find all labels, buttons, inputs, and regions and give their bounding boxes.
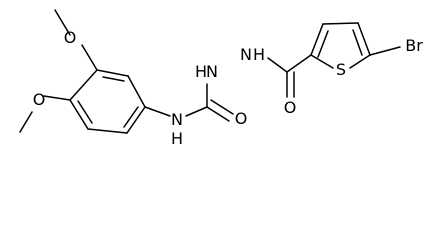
bond-ring-double-3 xyxy=(77,100,93,124)
bond-ome-top-2 xyxy=(54,9,71,36)
bond-thio-1 xyxy=(310,23,324,56)
bond-ring-1 xyxy=(96,69,129,77)
atom-h-hydrazide-left: H xyxy=(195,62,207,81)
atom-o-methoxy-top: O xyxy=(64,28,77,47)
atom-h-amide: H xyxy=(171,129,183,148)
bond-ring-6 xyxy=(69,69,98,101)
bond-urea-co-1 xyxy=(206,106,230,122)
bond-thio-5 xyxy=(310,54,334,69)
bond-urea-co-2 xyxy=(210,99,234,115)
bond-ring-3 xyxy=(126,106,146,134)
bond-ome-bottom-1 xyxy=(43,95,71,101)
bond-nh-carbonyl xyxy=(185,106,208,117)
bond-thio-br xyxy=(369,46,401,56)
bond-hn-amide-carbon xyxy=(267,57,288,73)
molecule-diagram: O O N H O H N N H O S Br xyxy=(19,9,423,148)
atom-h-hydrazide-right: H xyxy=(253,45,265,64)
bond-ring-2 xyxy=(127,75,146,108)
bond-thio-3 xyxy=(357,22,371,56)
bond-thio-4 xyxy=(349,54,371,69)
atom-br: Br xyxy=(405,36,423,55)
bond-amide-thiophene xyxy=(286,54,312,73)
bond-ome-bottom-2 xyxy=(19,111,33,133)
atom-o-carbonyl-urea: O xyxy=(235,109,248,128)
atom-n-hydrazide-right: N xyxy=(240,45,252,64)
bond-ring-double-1 xyxy=(102,76,125,82)
atom-o-methoxy-bottom: O xyxy=(33,90,46,109)
bond-ring-5 xyxy=(69,99,89,130)
bond-thio-double-1 xyxy=(317,30,329,58)
bond-thio-2 xyxy=(322,22,359,25)
bond-ome-top-1 xyxy=(81,44,98,71)
atom-n-hydrazide-left: N xyxy=(206,62,218,81)
bonds xyxy=(19,9,401,134)
atom-s-thiophene: S xyxy=(336,60,346,79)
bond-thio-double-2 xyxy=(352,29,363,56)
bond-ring-4 xyxy=(87,128,128,134)
bond-aryl-nh xyxy=(144,106,171,117)
bond-ring-double-2 xyxy=(123,106,139,128)
atom-labels: O O N H O H N N H O S Br xyxy=(33,28,423,148)
atom-o-carbonyl-amide: O xyxy=(284,98,297,117)
atom-n-amide: N xyxy=(171,110,183,129)
